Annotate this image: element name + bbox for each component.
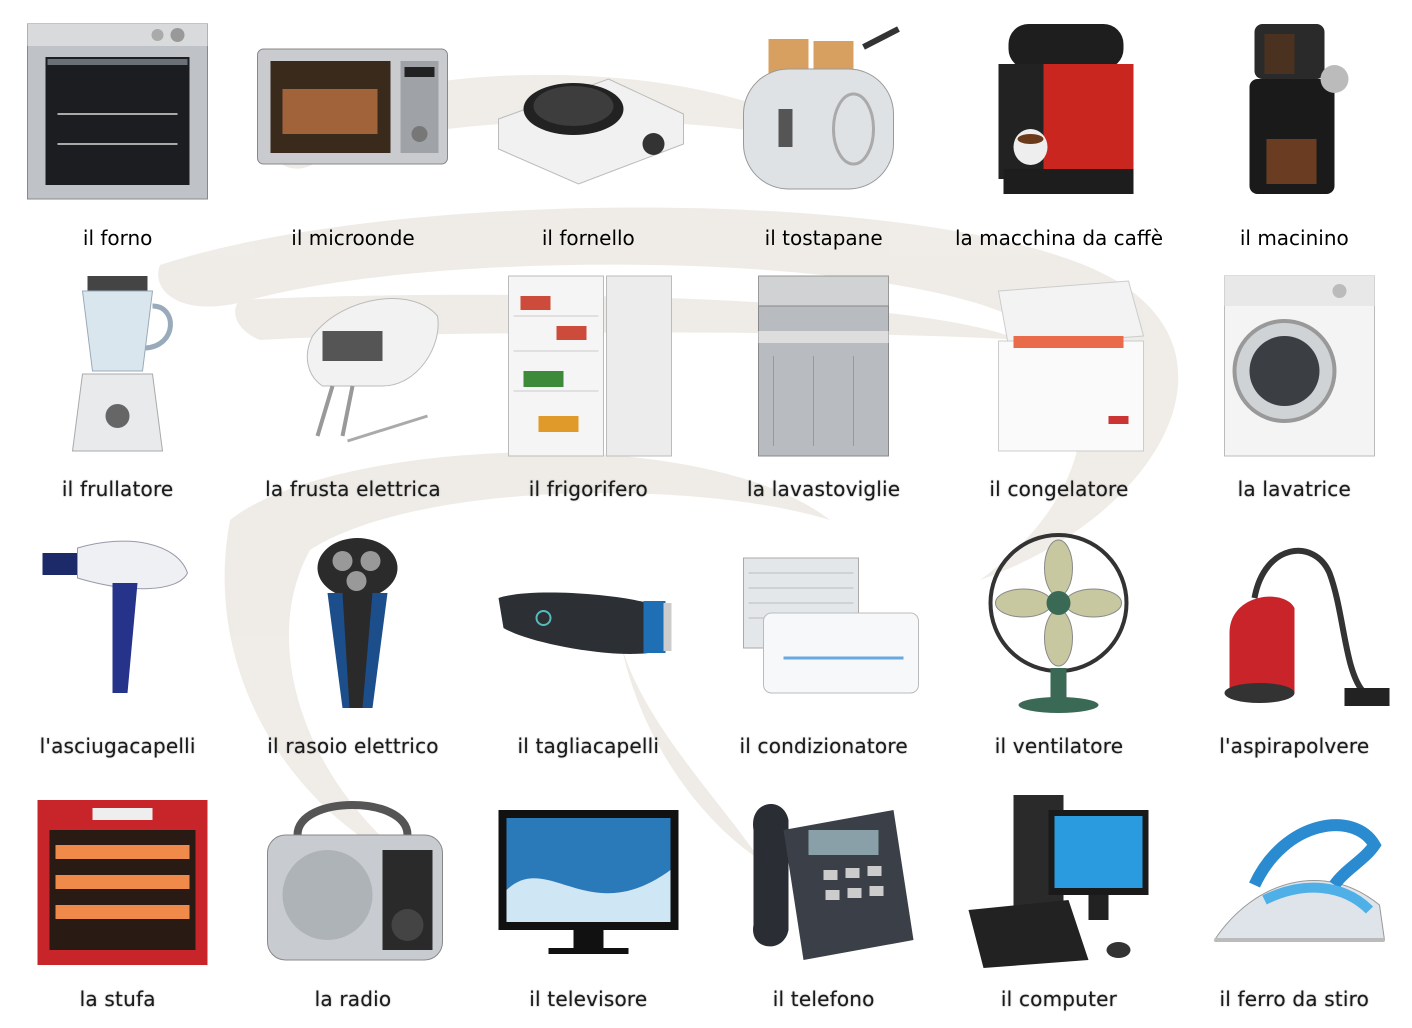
item-label: il microonde [291, 226, 415, 250]
item-electric-shaver: il rasoio elettrico [235, 514, 470, 771]
item-microwave: il microonde [235, 0, 470, 257]
dishwasher-icon [716, 271, 931, 461]
toaster-icon [716, 14, 931, 204]
item-label: il ferro da stiro [1219, 987, 1370, 1011]
item-blender: il frullatore [0, 257, 235, 514]
item-label: il congelatore [989, 477, 1129, 501]
chest-freezer-icon [951, 271, 1166, 461]
item-vacuum-cleaner: l'aspirapolvere [1177, 514, 1412, 771]
item-hair-clipper: il tagliacapelli [471, 514, 706, 771]
item-label: l'asciugacapelli [39, 734, 196, 758]
item-hair-dryer: l'asciugacapelli [0, 514, 235, 771]
item-washing-machine: la lavatrice [1177, 257, 1412, 514]
radio-icon [245, 785, 460, 975]
item-label: il fornello [541, 226, 635, 250]
air-conditioner-icon [716, 528, 931, 718]
item-label: il forno [82, 226, 153, 250]
item-computer: il computer [941, 771, 1176, 1028]
item-label: il televisore [529, 987, 648, 1011]
fan-icon [951, 528, 1166, 718]
item-iron: il ferro da stiro [1177, 771, 1412, 1028]
item-coffee-machine: la macchina da caffè [941, 0, 1176, 257]
washing-machine-icon [1187, 271, 1402, 461]
item-label: la lavatrice [1237, 477, 1351, 501]
refrigerator-icon [481, 271, 696, 461]
item-label: la macchina da caffè [954, 226, 1164, 250]
item-hot-plate: il fornello [471, 0, 706, 257]
item-label: il telefono [772, 987, 875, 1011]
item-label: la radio [314, 987, 392, 1011]
item-heater: la stufa [0, 771, 235, 1028]
item-label: il tagliacapelli [517, 734, 660, 758]
heater-icon [10, 785, 225, 975]
microwave-icon [245, 14, 460, 204]
item-label: la stufa [79, 987, 156, 1011]
item-oven: il forno [0, 0, 235, 257]
electric-shaver-icon [245, 528, 460, 718]
item-hand-mixer: la frusta elettrica [235, 257, 470, 514]
item-television: il televisore [471, 771, 706, 1028]
item-chest-freezer: il congelatore [941, 257, 1176, 514]
item-toaster: il tostapane [706, 0, 941, 257]
item-refrigerator: il frigorifero [471, 257, 706, 514]
television-icon [481, 785, 696, 975]
computer-icon [951, 785, 1166, 975]
item-label: il macinino [1239, 226, 1349, 250]
item-label: il frigorifero [528, 477, 648, 501]
item-label: la lavastoviglie [747, 477, 901, 501]
item-radio: la radio [235, 771, 470, 1028]
item-label: il tostapane [764, 226, 883, 250]
item-fan: il ventilatore [941, 514, 1176, 771]
item-label: la frusta elettrica [265, 477, 441, 501]
item-coffee-grinder: il macinino [1177, 0, 1412, 257]
coffee-machine-icon [951, 14, 1166, 204]
item-label: il rasoio elettrico [267, 734, 439, 758]
oven-icon [10, 14, 225, 204]
item-label: il ventilatore [994, 734, 1124, 758]
item-label: il frullatore [61, 477, 174, 501]
item-telephone: il telefono [706, 771, 941, 1028]
blender-icon [10, 271, 225, 461]
hand-mixer-icon [245, 271, 460, 461]
item-dishwasher: la lavastoviglie [706, 257, 941, 514]
iron-icon [1187, 785, 1402, 975]
item-label: il computer [1000, 987, 1118, 1011]
hair-dryer-icon [10, 528, 225, 718]
hot-plate-icon [481, 14, 696, 204]
vacuum-cleaner-icon [1187, 528, 1402, 718]
item-label: l'aspirapolvere [1219, 734, 1370, 758]
item-air-conditioner: il condizionatore [706, 514, 941, 771]
item-label: il condizionatore [739, 734, 908, 758]
telephone-icon [716, 785, 931, 975]
hair-clipper-icon [481, 528, 696, 718]
coffee-grinder-icon [1187, 14, 1402, 204]
